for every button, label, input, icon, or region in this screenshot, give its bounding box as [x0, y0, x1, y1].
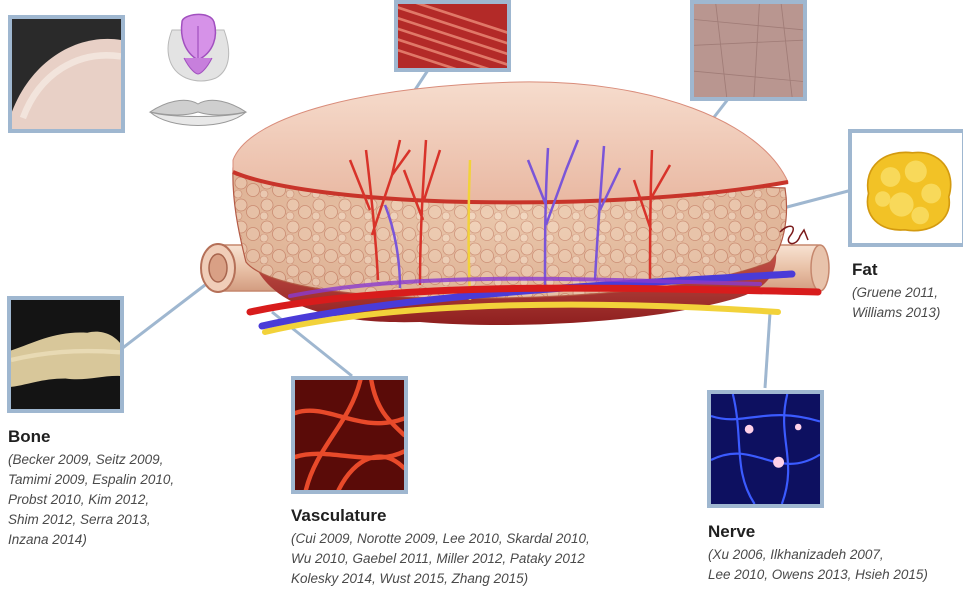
bone-photo-callout: [7, 296, 124, 413]
nerve-title: Nerve: [708, 522, 928, 542]
bone-title: Bone: [8, 427, 174, 447]
connector-bone: [120, 285, 205, 350]
lips-icon: [150, 100, 246, 125]
signature-mark: [780, 226, 808, 243]
cartilage-photo-callout: [8, 15, 125, 133]
vasculature-title: Vasculature: [291, 506, 590, 526]
fat-title: Fat: [852, 260, 940, 280]
vasculature-references: (Cui 2009, Norotte 2009, Lee 2010, Skard…: [291, 529, 590, 589]
nerve-references: (Xu 2006, Ilkhanizadeh 2007, Lee 2010, O…: [708, 545, 928, 585]
bone-references: (Becker 2009, Seitz 2009, Tamimi 2009, E…: [8, 450, 174, 550]
cartilage-nose-icon: [168, 14, 229, 81]
fat-label: Fat (Gruene 2011, Williams 2013): [852, 260, 940, 323]
fat-references: (Gruene 2011, Williams 2013): [852, 283, 940, 323]
vascular-network-callout: [291, 376, 408, 494]
bone-label: Bone (Becker 2009, Seitz 2009, Tamimi 20…: [8, 427, 174, 550]
connector-nerve: [765, 313, 770, 388]
muscle-fiber-callout: [394, 0, 511, 72]
vasculature-label: Vasculature (Cui 2009, Norotte 2009, Lee…: [291, 506, 590, 589]
fat-tissue-callout: [848, 129, 963, 247]
nerve-network-callout: [707, 390, 824, 508]
nerve-label: Nerve (Xu 2006, Ilkhanizadeh 2007, Lee 2…: [708, 522, 928, 585]
skin-texture-callout: [690, 0, 807, 101]
